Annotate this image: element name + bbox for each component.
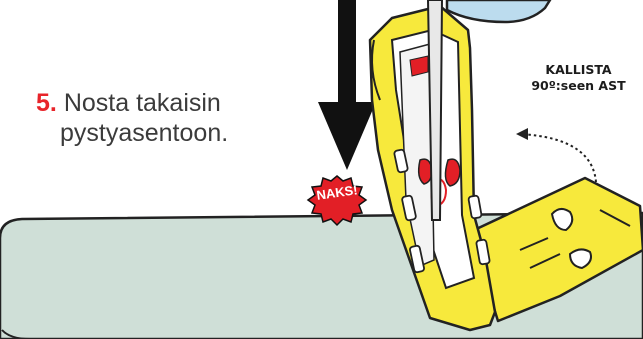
step-number: 5.: [36, 89, 57, 117]
curved-dotted-arrow-icon: [516, 128, 597, 183]
upright-tray: [368, 0, 497, 332]
instruction-step: 5. Nosta takaisin pystyasentoon.: [36, 88, 228, 148]
down-arrow-icon: [318, 0, 376, 170]
tilt-callout-line1: KALLISTA: [545, 62, 612, 77]
starburst-icon: [306, 175, 368, 227]
hand-icon: [445, 0, 552, 24]
tilt-callout-line2: 90º:seen AST: [531, 78, 626, 93]
stand-base: [468, 176, 643, 323]
step-text-line2: pystyasentoon.: [60, 119, 229, 147]
tilt-callout: KALLISTA 90º:seen AST: [514, 62, 643, 94]
step-text-line1: Nosta takaisin: [63, 89, 221, 117]
